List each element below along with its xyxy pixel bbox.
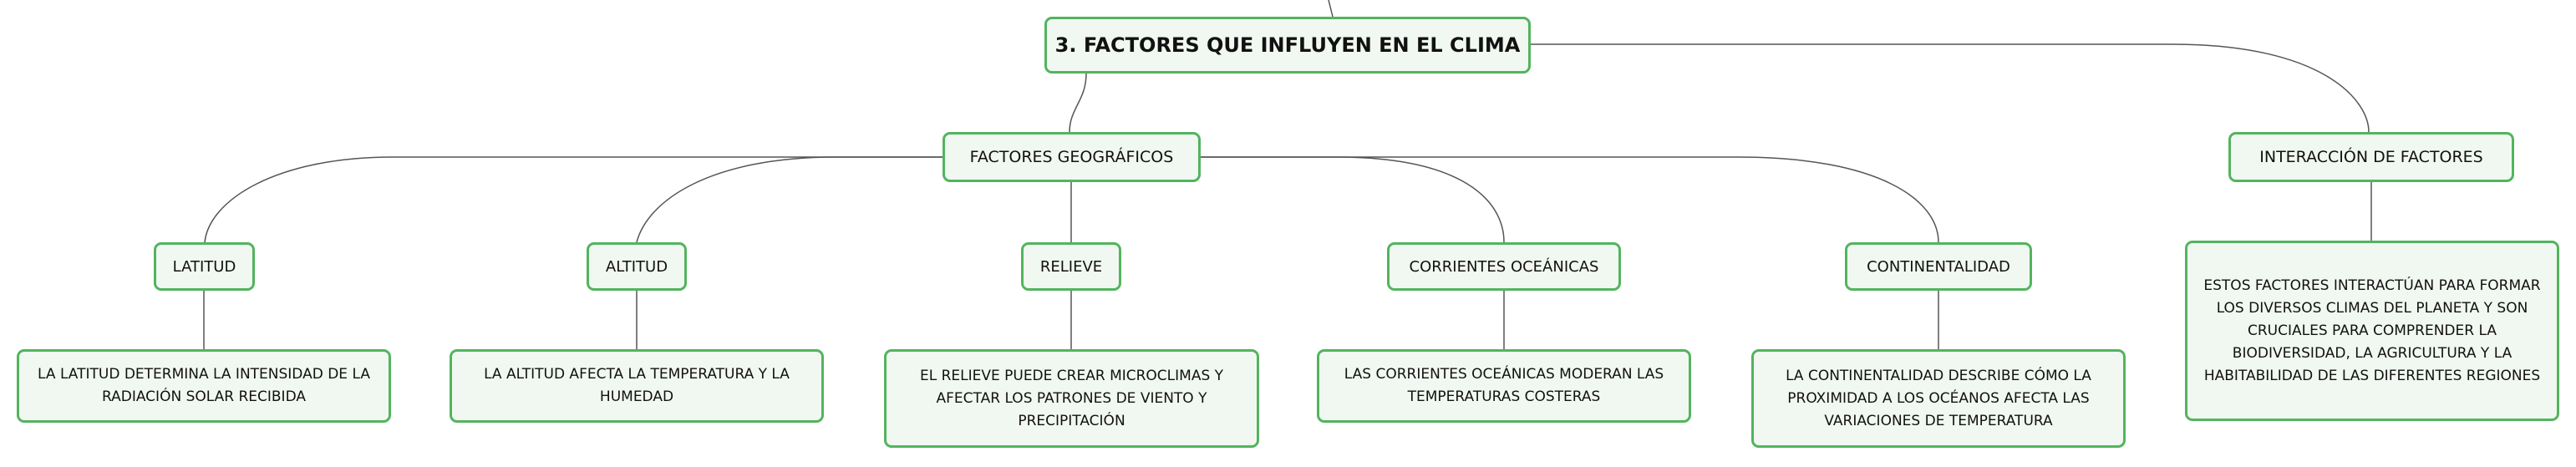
topic-factores-geograficos[interactable]: FACTORES GEOGRÁFICOS [943, 132, 1201, 182]
detail-continentalidad[interactable]: LA CONTINENTALIDAD DESCRIBE CÓMO LA PROX… [1751, 349, 2126, 448]
topic-altitud-label: ALTITUD [605, 257, 668, 276]
detail-altitud-text: LA ALTITUD AFECTA LA TEMPERATURA Y LA HU… [484, 366, 790, 405]
connector-geograficos-corrientes [1201, 156, 1505, 243]
root-topic[interactable]: 3. FACTORES QUE INFLUYEN EN EL CLIMA [1044, 17, 1531, 74]
detail-relieve-text: EL RELIEVE PUEDE CREAR MICROCLIMAS Y AFE… [919, 367, 1224, 429]
connector-root-geograficos [1069, 73, 1087, 133]
detail-latitud[interactable]: LA LATITUD DETERMINA LA INTENSIDAD DE LA… [17, 349, 391, 423]
topic-interaccion-de-factores-label: INTERACCIÓN DE FACTORES [2259, 148, 2483, 166]
topic-corrientes-oceanicas[interactable]: CORRIENTES OCEÁNICAS [1387, 242, 1621, 291]
detail-corrientes-oceanicas-text: LAS CORRIENTES OCEÁNICAS MODERAN LAS TEM… [1344, 366, 1664, 405]
detail-latitud-text: LA LATITUD DETERMINA LA INTENSIDAD DE LA… [38, 366, 370, 405]
topic-altitud[interactable]: ALTITUD [587, 242, 687, 291]
detail-altitud[interactable]: LA ALTITUD AFECTA LA TEMPERATURA Y LA HU… [450, 349, 824, 423]
topic-relieve[interactable]: RELIEVE [1021, 242, 1121, 291]
detail-corrientes-oceanicas[interactable]: LAS CORRIENTES OCEÁNICAS MODERAN LAS TEM… [1317, 349, 1691, 423]
connector-root-parent [1328, 0, 1334, 18]
topic-corrientes-oceanicas-label: CORRIENTES OCEÁNICAS [1409, 257, 1599, 276]
detail-relieve[interactable]: EL RELIEVE PUEDE CREAR MICROCLIMAS Y AFE… [884, 349, 1259, 448]
topic-latitud[interactable]: LATITUD [154, 242, 255, 291]
connector-root-interaccion [1531, 43, 2370, 133]
topic-continentalidad-label: CONTINENTALIDAD [1867, 257, 2010, 276]
connector-geograficos-latitud [204, 156, 943, 243]
topic-continentalidad[interactable]: CONTINENTALIDAD [1845, 242, 2032, 291]
topic-latitud-label: LATITUD [172, 257, 236, 276]
topic-relieve-label: RELIEVE [1039, 257, 1103, 276]
connector-geograficos-altitud [636, 156, 943, 243]
topic-interaccion-de-factores[interactable]: INTERACCIÓN DE FACTORES [2228, 132, 2514, 182]
root-topic-label: 3. FACTORES QUE INFLUYEN EN EL CLIMA [1054, 33, 1521, 57]
detail-continentalidad-text: LA CONTINENTALIDAD DESCRIBE CÓMO LA PROX… [1786, 367, 2091, 429]
connector-geograficos-continentalidad [1201, 156, 1939, 243]
detail-interaccion-de-factores-text: ESTOS FACTORES INTERACTÚAN PARA FORMAR L… [2203, 277, 2541, 384]
detail-interaccion-de-factores[interactable]: ESTOS FACTORES INTERACTÚAN PARA FORMAR L… [2185, 241, 2559, 421]
topic-factores-geograficos-label: FACTORES GEOGRÁFICOS [969, 148, 1174, 166]
